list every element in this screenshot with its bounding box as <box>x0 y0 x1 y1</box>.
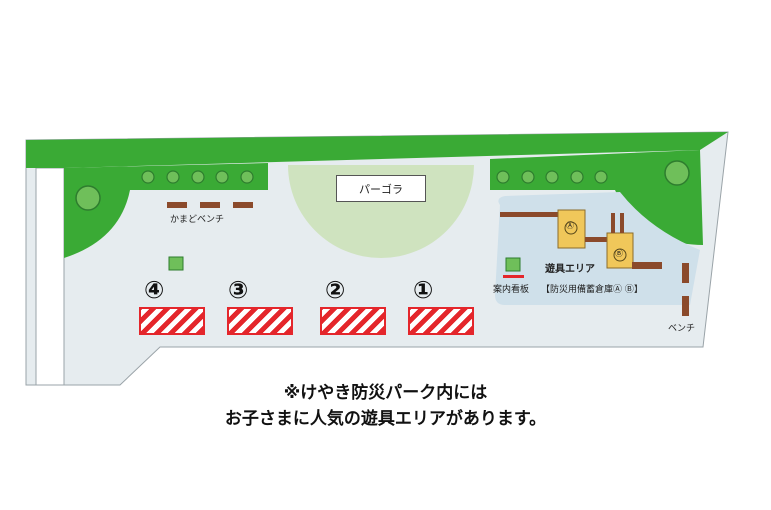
storage-b-mark: Ⓑ <box>615 249 623 258</box>
benches-right <box>682 263 689 316</box>
left-wall <box>35 167 65 386</box>
bbq-bench-label: かまどベンチ <box>170 215 225 225</box>
pergola: パーゴラ <box>336 175 426 202</box>
play-area-label: 遊具エリア <box>545 264 595 275</box>
sign-label: 案内看板 <box>493 285 530 295</box>
storage-label: 【防災用備蓄倉庫Ⓐ Ⓑ】 <box>541 285 643 295</box>
slot-number-1: ① <box>413 276 434 304</box>
pergola-label: パーゴラ <box>359 182 403 196</box>
parking-slot-1[interactable] <box>408 307 474 335</box>
note-line-1: ※けやき防災パーク内には <box>283 383 488 403</box>
lawn-area <box>288 165 474 258</box>
note-line-2: お子さまに人気の遊具エリアがあります。 <box>224 409 547 429</box>
sign-icon <box>505 257 521 272</box>
bbq-benches <box>167 202 253 208</box>
tree-icon <box>75 185 101 211</box>
tree-icon <box>664 160 690 186</box>
shrub-row-right <box>496 170 608 184</box>
sign-base <box>503 275 524 278</box>
hedge-top <box>26 132 728 168</box>
play-area-zone <box>495 192 700 305</box>
parking-slot-3[interactable] <box>227 307 293 335</box>
hedge-left <box>64 163 268 258</box>
play-equipment <box>500 209 662 269</box>
parking-slot-4[interactable] <box>139 307 205 335</box>
shrub-row-left <box>141 170 254 184</box>
slot-number-4: ④ <box>144 276 165 304</box>
slot-number-2: ② <box>325 276 346 304</box>
storage-a-mark: Ⓐ <box>566 221 574 230</box>
parking-slot-2[interactable] <box>320 307 386 335</box>
bench-label: ベンチ <box>668 324 696 334</box>
green-marker <box>168 256 184 271</box>
slot-number-3: ③ <box>228 276 249 304</box>
hedge-right <box>490 150 703 245</box>
